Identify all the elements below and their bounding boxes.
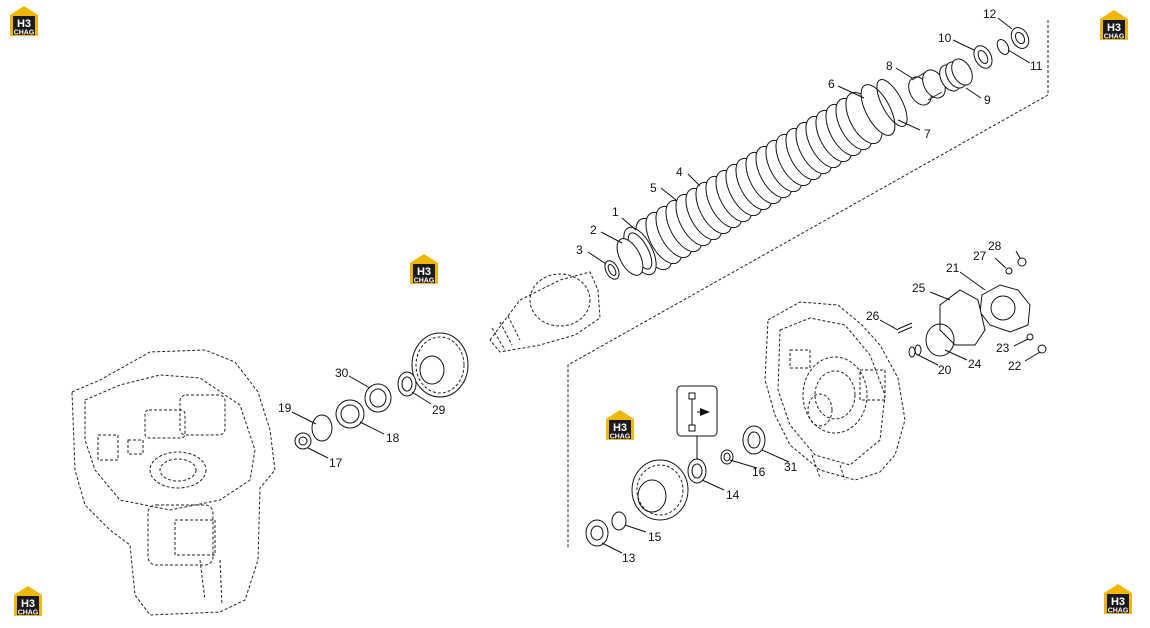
right-housing: [764, 301, 906, 481]
part-12-bushing: [1010, 27, 1030, 49]
svg-text:H3: H3: [613, 422, 627, 434]
left-housing: [71, 349, 276, 616]
clutch-disc-stack: [635, 91, 883, 271]
svg-text:CHAG: CHAG: [610, 434, 631, 441]
assembly-boundary: [567, 20, 1049, 548]
part-15-snap-ring: [611, 511, 627, 531]
main-shaft: [489, 271, 601, 353]
callout-23: 23: [996, 341, 1010, 355]
callout-14: 14: [726, 488, 740, 502]
svg-text:H3: H3: [417, 266, 431, 278]
callout-17: 17: [329, 456, 343, 470]
callout-21: 21: [946, 261, 960, 275]
part-11-snap-ring: [996, 39, 1010, 55]
callout-27: 27: [973, 249, 987, 263]
callout-30: 30: [335, 366, 349, 380]
part-7-snap-ring: [876, 79, 908, 127]
svg-text:H3: H3: [1111, 596, 1125, 608]
part-22-bolt: [1037, 344, 1047, 354]
callout-8: 8: [886, 59, 893, 73]
callout-9: 9: [984, 93, 991, 107]
gear-large-center: [411, 332, 469, 398]
brand-logo-center: H3 CHAG: [410, 254, 438, 285]
part-29-bearing: [397, 371, 417, 397]
callout-3: 3: [576, 243, 583, 257]
part-2-ring: [616, 238, 644, 276]
callout-25: 25: [912, 281, 926, 295]
brand-logo-bottom-left: H3 CHAG: [14, 586, 42, 617]
part-31-bearing: [742, 425, 766, 455]
part-19-snap-ring: [311, 414, 333, 442]
svg-text:CHAG: CHAG: [18, 610, 39, 617]
callout-labels: 1 2 3 4 5 6 7 8 9 10 11 12 13 14 15 16 1…: [278, 7, 1043, 565]
part-14-bearing: [687, 458, 707, 484]
svg-text:CHAG: CHAG: [414, 278, 435, 285]
part-3-washer: [604, 260, 620, 280]
part-26-pin: [897, 322, 913, 334]
callout-19: 19: [278, 401, 292, 415]
part-17-bearing: [294, 432, 312, 450]
svg-text:CHAG: CHAG: [1108, 608, 1129, 615]
callout-4: 4: [676, 165, 683, 179]
callout-12: 12: [983, 7, 997, 21]
gear-lower: [631, 459, 689, 521]
callout-28: 28: [988, 239, 1002, 253]
part-21-cover: [979, 284, 1031, 333]
callout-10: 10: [938, 31, 952, 45]
callout-7: 7: [924, 127, 931, 141]
svg-text:CHAG: CHAG: [14, 30, 35, 37]
callout-15: 15: [648, 530, 662, 544]
callout-1: 1: [612, 205, 619, 219]
callout-31: 31: [784, 460, 798, 474]
callout-16: 16: [752, 465, 766, 479]
part-9-spring: [939, 58, 973, 92]
part-18-ring: [335, 399, 365, 429]
callout-2: 2: [590, 223, 597, 237]
part-6-plate: [860, 84, 896, 136]
svg-text:CHAG: CHAG: [1104, 34, 1125, 41]
svg-text:H3: H3: [21, 598, 35, 610]
part-10-ring: [973, 45, 993, 69]
part-8-piston: [908, 69, 946, 106]
part-30-ring: [364, 383, 392, 413]
brand-logo-top-left: H3 CHAG: [10, 6, 38, 37]
callout-20: 20: [938, 363, 952, 377]
svg-text:H3: H3: [17, 18, 31, 30]
callout-26: 26: [866, 309, 880, 323]
callout-13: 13: [622, 551, 636, 565]
part-24-o-ring: [925, 323, 955, 357]
part-13-bearing: [585, 519, 609, 547]
part-16-washer: [720, 449, 734, 465]
brand-logo-top-right: H3 CHAG: [1100, 10, 1128, 41]
callout-6: 6: [828, 77, 835, 91]
direction-inset: [676, 385, 718, 459]
brand-logo-mid-left: H3 CHAG: [606, 410, 634, 441]
callout-29: 29: [432, 403, 446, 417]
part-23-washer: [1026, 333, 1034, 341]
callout-24: 24: [968, 357, 982, 371]
callout-22: 22: [1008, 359, 1022, 373]
callout-18: 18: [386, 431, 400, 445]
brand-logo-bottom-right: H3 CHAG: [1104, 584, 1132, 615]
part-27-washer: [1005, 267, 1013, 275]
leader-lines: [291, 17, 1041, 554]
callout-5: 5: [650, 181, 657, 195]
callout-11: 11: [1030, 59, 1043, 73]
part-28-nut: [1017, 257, 1027, 267]
svg-text:H3: H3: [1107, 22, 1121, 34]
